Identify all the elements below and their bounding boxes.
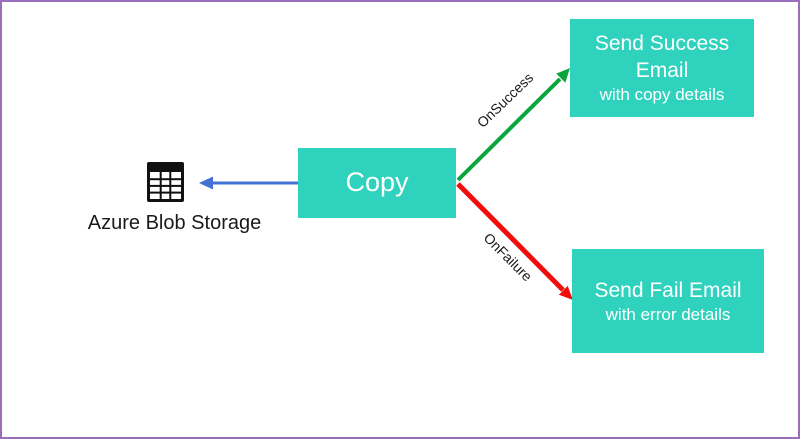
success-node-subtitle: with copy details bbox=[599, 85, 725, 104]
send-fail-email-node: Send Fail Email with error details bbox=[572, 249, 764, 353]
success-node-title-line2: Email bbox=[635, 59, 689, 82]
success-node-title-line1: Send Success bbox=[594, 32, 730, 55]
onfailure-edge-label: OnFailure bbox=[480, 229, 536, 285]
onfailure-arrow bbox=[456, 182, 573, 300]
send-success-email-node: Send Success Email with copy details bbox=[570, 19, 754, 117]
azure-blob-storage-node bbox=[147, 162, 184, 202]
fail-node-title: Send Fail Email bbox=[594, 278, 742, 302]
fail-node-subtitle: with error details bbox=[605, 304, 731, 324]
copy-node-label: Copy bbox=[345, 167, 409, 198]
onsuccess-edge-label: OnSuccess bbox=[473, 69, 537, 131]
azure-blob-storage-label: Azure Blob Storage bbox=[87, 212, 262, 234]
copy-to-blob-arrow bbox=[199, 176, 298, 190]
table-icon bbox=[147, 162, 184, 202]
copy-activity-node: Copy bbox=[298, 148, 456, 218]
